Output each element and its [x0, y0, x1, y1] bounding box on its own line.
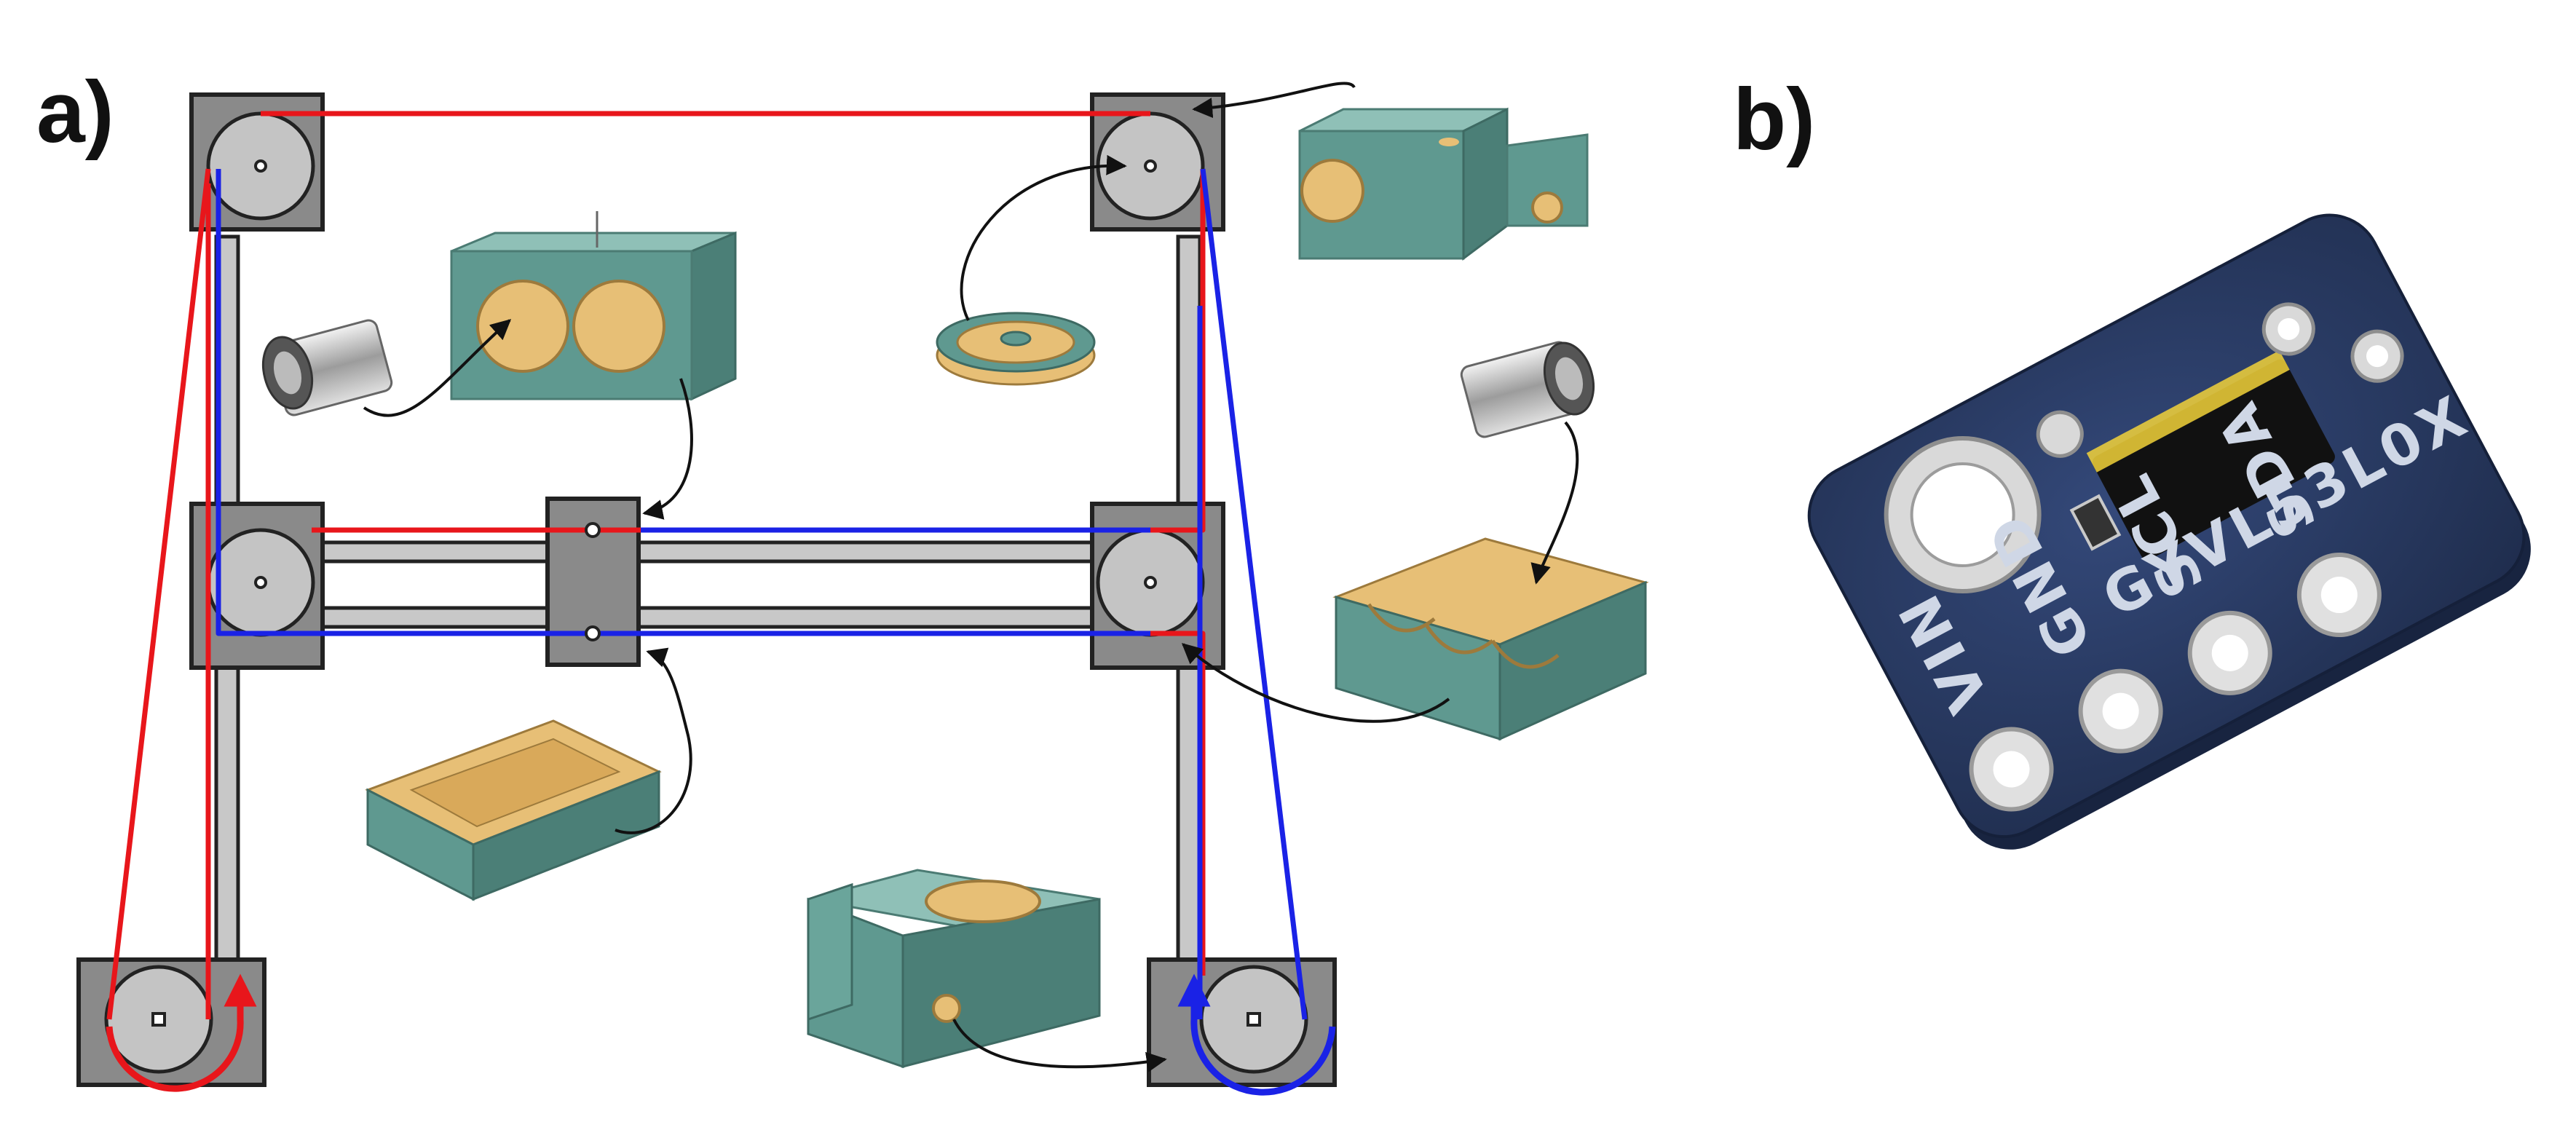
callout-arrow — [1192, 82, 1356, 119]
panel-b-label: b) — [1733, 71, 1815, 168]
callout-arrow — [615, 647, 692, 834]
motor-shaft-right — [1246, 1012, 1261, 1027]
part-corner-mount — [1298, 107, 1589, 261]
belt-red-segment — [312, 169, 1206, 533]
panel-a-label: a) — [36, 63, 114, 161]
callout-arrow — [960, 154, 1127, 321]
belt-blue-segment — [1200, 168, 1308, 1020]
pin-pad-hole — [1993, 751, 2030, 788]
callout-arrow — [1181, 643, 1450, 723]
pulley-axle — [1144, 159, 1157, 173]
rail-horizontal-bottom — [318, 606, 1098, 629]
part-double-bearing-holder — [450, 211, 737, 401]
pulley-axle — [254, 576, 267, 589]
pin-pad-hole — [2211, 634, 2248, 671]
pin-pad-hole — [2320, 577, 2358, 614]
pin-pad-hole — [2102, 692, 2139, 730]
motor-shaft-left — [151, 1012, 166, 1027]
rail-horizontal-top — [318, 540, 1098, 564]
rotation-arrow-red — [106, 973, 257, 1092]
part-motor-mount — [807, 869, 1101, 1069]
sensor-board: GYVL53L0X VIN GND SCL SDA — [1807, 213, 2531, 850]
mounting-hole-center — [1910, 462, 2015, 567]
part-carriage-plate — [365, 719, 662, 901]
chip-tape — [2086, 350, 2290, 473]
callout-arrow — [952, 1019, 1167, 1072]
callout-arrows — [363, 82, 1579, 1072]
belt-clamp-bottom — [585, 625, 601, 641]
pulley-axle — [1144, 576, 1157, 589]
rails — [214, 234, 1202, 989]
panel-a: a) — [36, 63, 1649, 1096]
pad-aux — [2036, 410, 2084, 458]
part-pulley-wheel — [936, 312, 1096, 386]
callout-arrow — [363, 319, 512, 417]
pad-aux-hole — [2366, 345, 2389, 368]
pad-aux-hole — [2277, 317, 2300, 340]
part-linear-bearing-left — [261, 319, 393, 416]
belt-blue-segment — [216, 169, 1150, 636]
callout-arrow — [642, 378, 693, 520]
smd-component — [2069, 494, 2122, 551]
belt-clamp-top — [585, 522, 601, 538]
rotation-arrow-blue — [1177, 973, 1336, 1096]
callout-arrow — [1530, 421, 1579, 585]
belt-red-segment — [106, 168, 211, 1020]
part-bearing-cradle — [1332, 537, 1649, 741]
vl53l0x-chip — [2092, 359, 2335, 560]
panel-b: b) GYVL53L0X VIN GND SCL SDA — [1733, 71, 2531, 850]
part-linear-bearing-right — [1460, 341, 1595, 438]
pulley-axle — [254, 159, 267, 173]
